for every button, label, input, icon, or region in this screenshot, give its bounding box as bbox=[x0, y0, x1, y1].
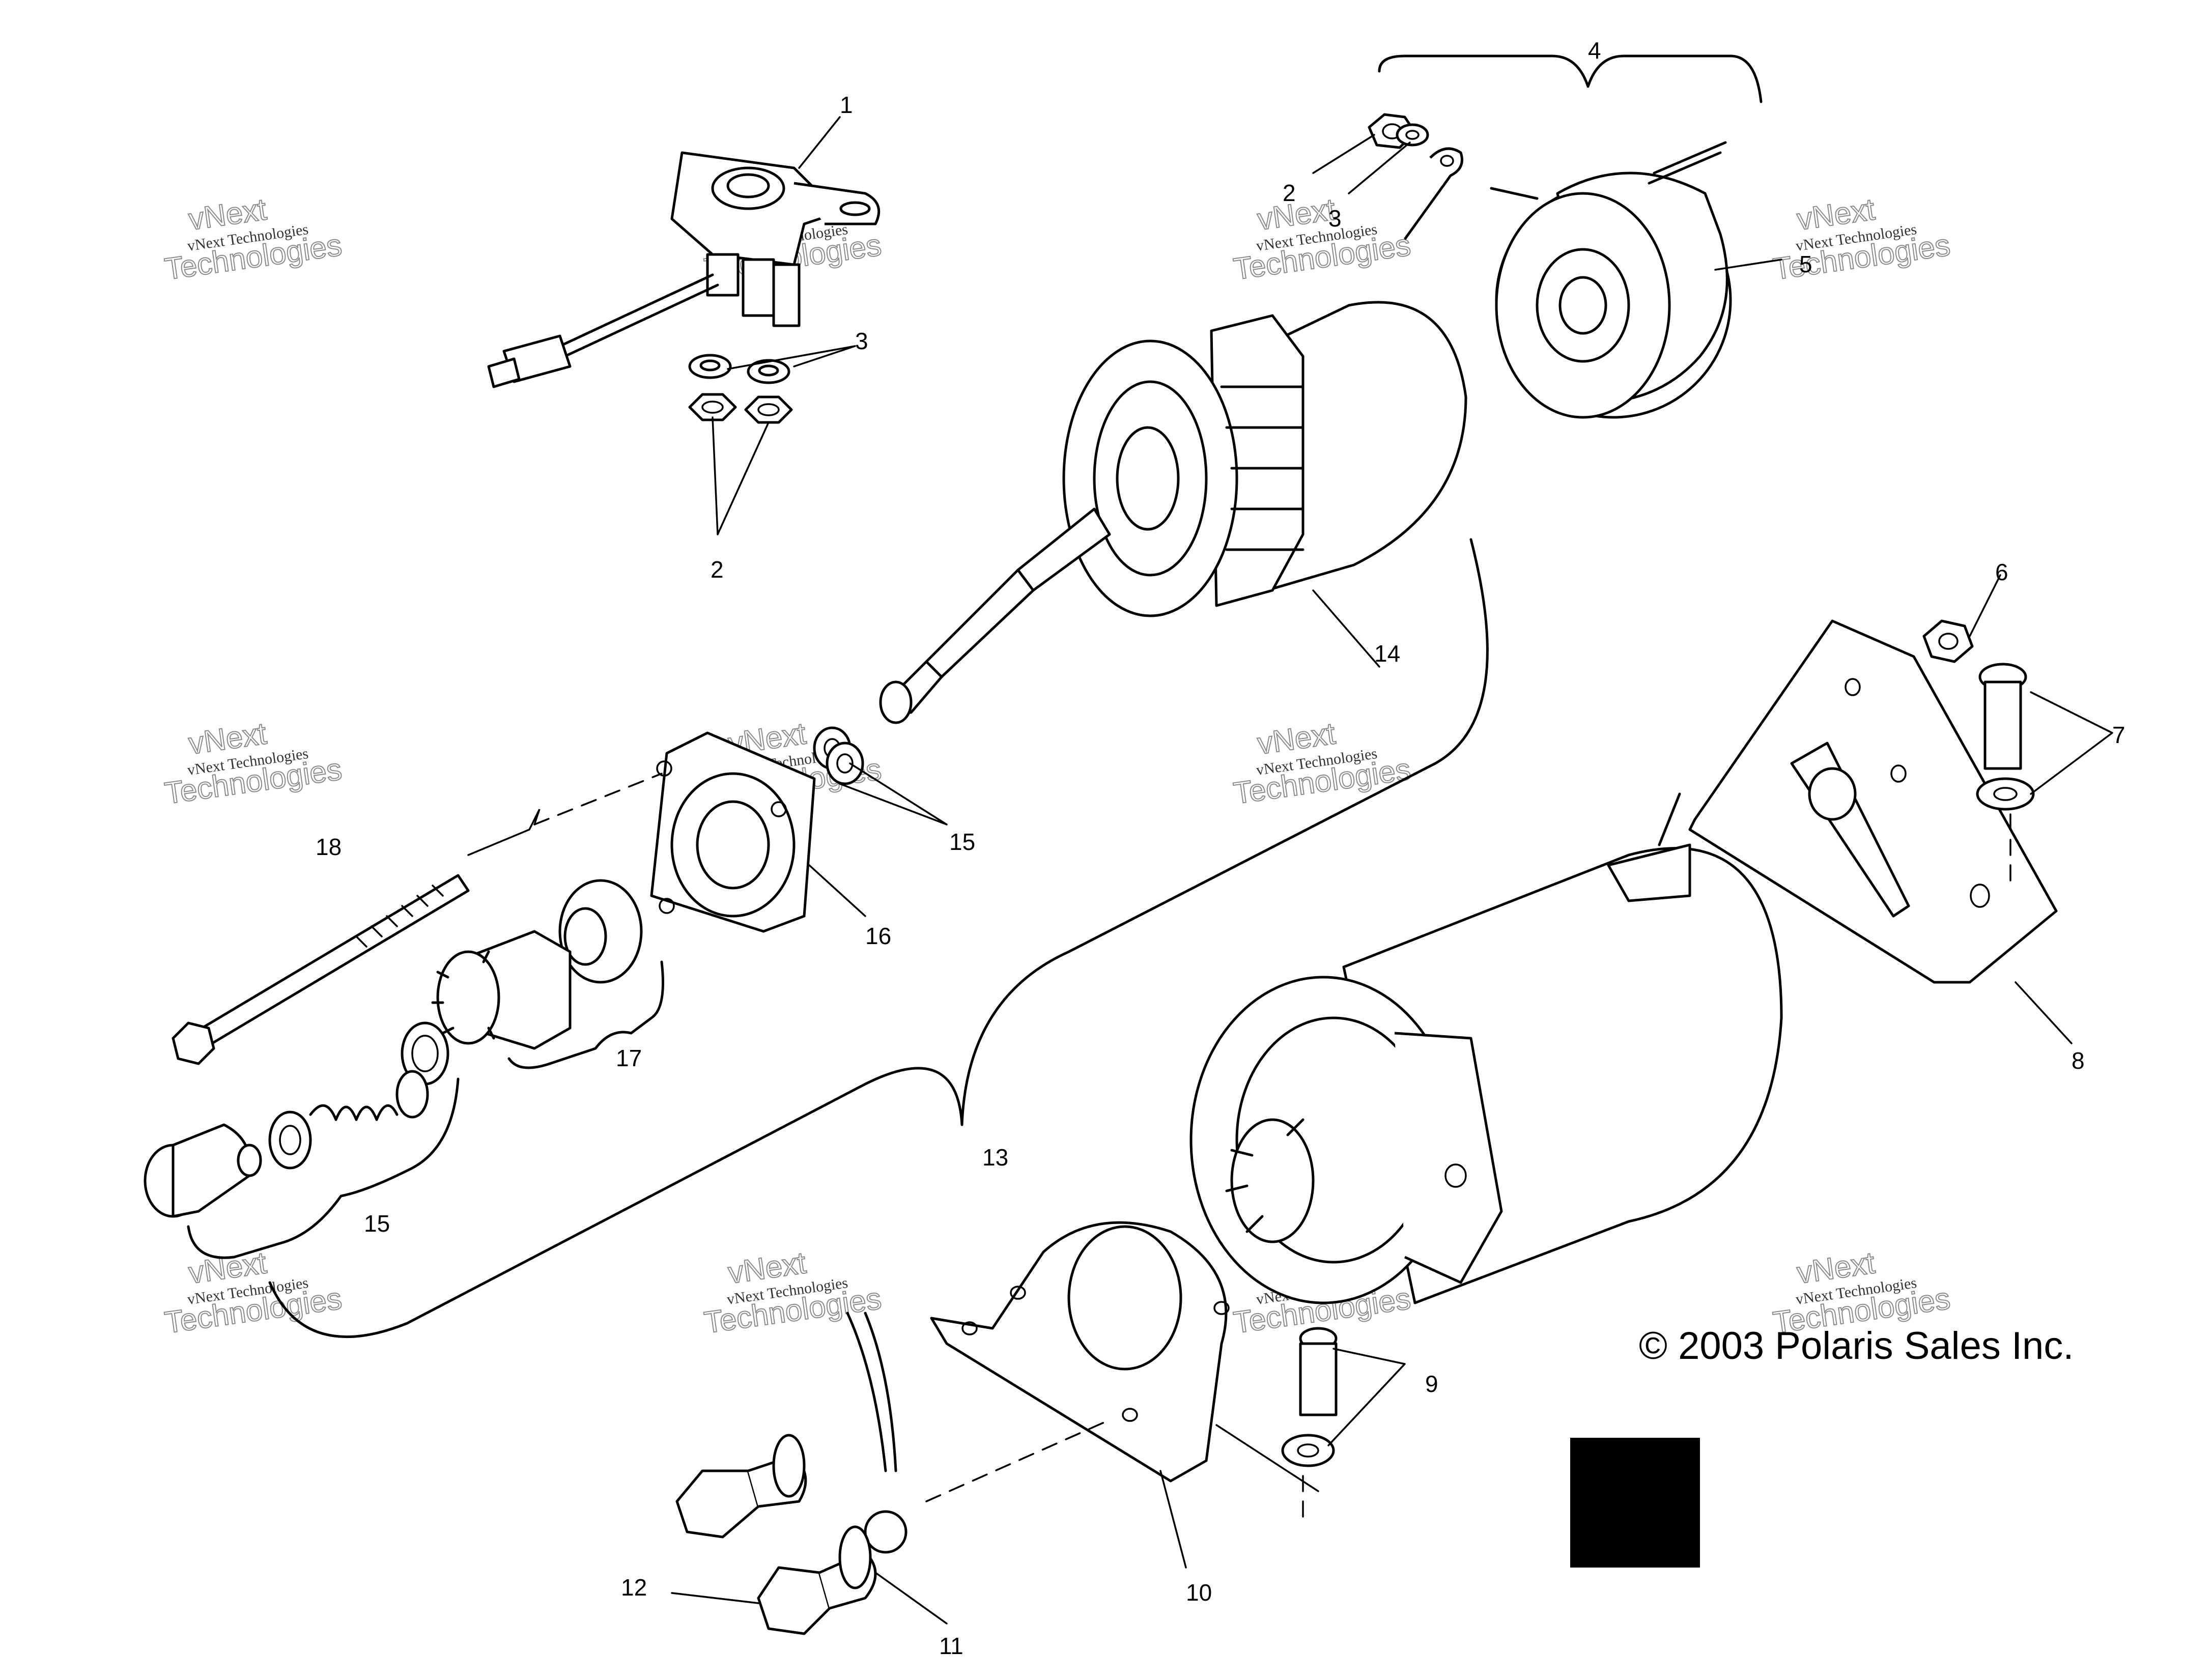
assembly-lines bbox=[467, 773, 2011, 1528]
callout-2: 2 bbox=[711, 556, 724, 583]
watermark: vNext vNext Technologies Technologies bbox=[1231, 191, 1413, 287]
callout-1: 1 bbox=[840, 92, 853, 118]
watermark: vNext vNext Technologies Technologies bbox=[162, 191, 344, 287]
bracket-8-part bbox=[1688, 619, 2058, 984]
cable-and-bolts bbox=[675, 1312, 908, 1635]
brace-4 bbox=[1378, 54, 1763, 103]
callout-14: 14 bbox=[1374, 640, 1400, 667]
black-square-marker bbox=[1570, 1438, 1700, 1568]
callout-4: 4 bbox=[1588, 37, 1601, 64]
armature-part bbox=[879, 301, 1467, 724]
copyright-notice: © 2003 Polaris Sales Inc. bbox=[1639, 1324, 2074, 1368]
watermark: vNext vNext Technologies Technologies bbox=[1770, 191, 1952, 287]
drive-pinion-part bbox=[401, 879, 643, 1086]
callout-16: 16 bbox=[865, 923, 891, 949]
solenoid-washers bbox=[688, 354, 793, 424]
watermark: vNext vNext Technologies Technologies bbox=[701, 1245, 884, 1340]
end-cap-hardware bbox=[1368, 113, 1463, 240]
solenoid-part bbox=[487, 151, 881, 388]
brace-17 bbox=[507, 960, 664, 1069]
brace-15-lower bbox=[187, 1077, 460, 1259]
bracket-hardware bbox=[1922, 619, 2035, 811]
callout-12: 12 bbox=[621, 1574, 647, 1601]
callout-18: 18 bbox=[316, 834, 342, 860]
callout-2: 2 bbox=[1283, 180, 1296, 206]
watermark: vNext vNext Technologies Technologies bbox=[1231, 716, 1413, 811]
drive-housing-part bbox=[650, 731, 816, 933]
end-cap-part bbox=[1490, 141, 1732, 419]
spring-set-15-lower bbox=[144, 1070, 429, 1218]
watermark: vNext vNext Technologies Technologies bbox=[162, 716, 344, 811]
callout-15: 15 bbox=[949, 829, 975, 855]
motor-housing-part bbox=[1189, 792, 1783, 1304]
callout-5: 5 bbox=[1799, 251, 1812, 277]
callout-15: 15 bbox=[364, 1210, 390, 1237]
brace-13 bbox=[268, 538, 1489, 1339]
callout-3: 3 bbox=[855, 328, 868, 354]
callout-9: 9 bbox=[1425, 1371, 1438, 1397]
callout-8: 8 bbox=[2072, 1047, 2085, 1074]
watermark: vNext vNext Technologies Technologies bbox=[1770, 1245, 1952, 1340]
callout-13: 13 bbox=[982, 1144, 1008, 1171]
through-bolt-part bbox=[172, 874, 470, 1065]
bracket-10-part bbox=[930, 1221, 1230, 1483]
callout-6: 6 bbox=[1995, 559, 2008, 585]
callout-7: 7 bbox=[2112, 722, 2125, 748]
callout-3: 3 bbox=[1328, 205, 1342, 232]
callout-11: 11 bbox=[939, 1633, 963, 1659]
bolt-9-part bbox=[1281, 1327, 1338, 1467]
leader-lines bbox=[671, 116, 2113, 1625]
callout-17: 17 bbox=[616, 1045, 642, 1071]
callout-10: 10 bbox=[1186, 1579, 1212, 1606]
callouts: 1 2 3 2 3 4 5 14 15 16 17 18 15 13 6 7 8… bbox=[316, 37, 2125, 1659]
washer-set-15-upper bbox=[813, 726, 864, 785]
